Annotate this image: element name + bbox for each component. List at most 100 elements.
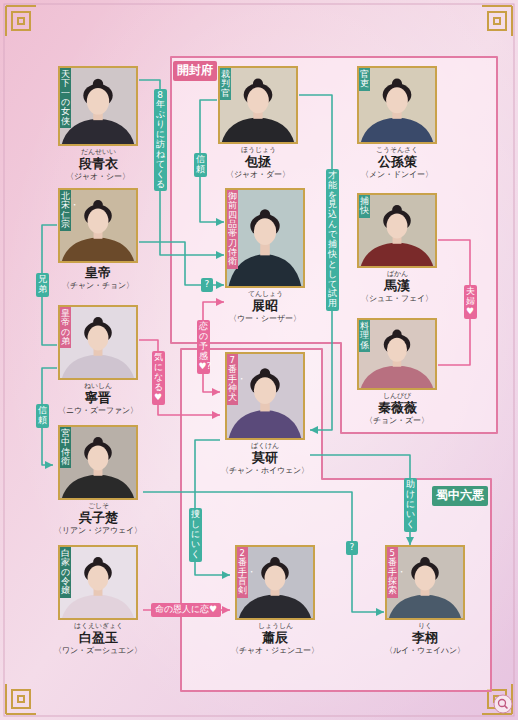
relation-label: ?: [201, 278, 214, 292]
photo-background: [58, 545, 138, 620]
role-tag: 皇帝の弟: [60, 307, 71, 348]
character-card: 北宋・仁宗皇帝〈チャン・チョン〉: [57, 188, 139, 291]
relation-label: 信頼: [36, 404, 49, 428]
edge-label-box: 8年ぶりに訪ねてくる: [154, 89, 167, 192]
character-name: 呉子楚: [53, 510, 143, 526]
edge-label-box: ?: [346, 541, 359, 555]
character-name: 寧晋: [57, 390, 139, 406]
photo-holder: 白家の令嬢: [58, 545, 138, 620]
figure-shoulders: [61, 119, 135, 146]
photo-background: [225, 352, 305, 440]
figure-face: [254, 377, 276, 404]
photo-frame: [236, 546, 314, 619]
photo-holder: 料理係: [357, 318, 437, 390]
figure-face: [265, 566, 286, 591]
edge-label-box: ?: [201, 278, 214, 292]
actor-name: 〈ウー・シーザー〉: [224, 314, 306, 324]
name-reading: しんびび: [356, 392, 438, 400]
photo-background: [225, 188, 305, 288]
zoom-icon-bg: [494, 695, 512, 713]
character-name: 蕭辰: [230, 630, 320, 646]
edge-label-box: 助けにいく: [404, 478, 417, 531]
actor-name: 〈シュエ・フェイ〉: [356, 294, 438, 304]
relation-label: 8年ぶりに訪ねてくる: [154, 89, 167, 192]
group-title: 開封府: [173, 61, 217, 81]
figure-face: [87, 88, 109, 115]
figure-shoulders: [360, 117, 434, 144]
figure-shoulders: [228, 254, 302, 288]
relation-label: 信頼: [194, 153, 207, 177]
actor-name: 〈チャオ・ジェンユー〉: [230, 646, 320, 656]
actor-name: 〈ジャオ・シー〉: [57, 172, 139, 182]
photo-holder: 2番手・盲剣: [235, 545, 315, 620]
photo-frame: [59, 189, 137, 262]
region-border: [181, 349, 491, 691]
name-reading: ほうじょう: [217, 146, 299, 154]
relation-label: ?: [346, 541, 359, 555]
photo-frame: [59, 306, 137, 379]
corner-ornament: [6, 6, 36, 36]
actor-name: 〈ジャオ・ダー〉: [217, 170, 299, 180]
photo-background: [357, 66, 437, 144]
role-tag: 官吏: [359, 68, 370, 91]
figure-face: [88, 566, 109, 591]
relation-label: 助けにいく: [404, 478, 417, 531]
photo-holder: 宮中侍衛: [58, 425, 138, 500]
edge-label-box: 捜しにいく: [189, 508, 202, 561]
role-tag: 裁判官: [220, 68, 231, 100]
zoom-icon-handle: [505, 706, 508, 709]
role-tag: 北宋・仁宗: [60, 190, 71, 231]
relation-label: 気になる♥: [152, 351, 165, 404]
relation-label: 兄弟: [36, 273, 49, 297]
character-card: 皇帝の弟ねいしん寧晋〈ニウ・ズーファン〉: [57, 305, 139, 416]
character-name: 莫研: [220, 450, 310, 466]
character-name: 段青衣: [57, 156, 139, 172]
character-card: 2番手・盲剣しょうしん蕭辰〈チャオ・ジェンユー〉: [230, 545, 320, 656]
figure-shoulders: [61, 355, 135, 381]
figure-shoulders: [388, 595, 462, 621]
actor-name: 〈チャン・ホイウェン〉: [220, 466, 310, 476]
role-tag: 捕快: [359, 195, 370, 218]
role-tag: 天下一の女侠: [60, 68, 71, 128]
character-card: 裁判官ほうじょう包拯〈ジャオ・ダー〉: [217, 66, 299, 180]
photo-background: [58, 305, 138, 380]
figure-topknot: [392, 205, 402, 215]
character-name: 李栩: [384, 630, 466, 646]
photo-frame: [226, 353, 304, 439]
character-name: 包拯: [217, 154, 299, 170]
figure-topknot: [93, 557, 103, 567]
character-card: 捕快ばかん馬漢〈シュエ・フェイ〉: [356, 193, 438, 304]
relation-label: 夫婦♥: [464, 285, 477, 319]
character-name: 皇帝: [57, 265, 139, 281]
photo-background: [58, 66, 138, 146]
edge-label-box: 信頼: [194, 153, 207, 177]
character-name: 展昭: [224, 298, 306, 314]
name-reading: はくえいぎょく: [53, 622, 143, 630]
actor-name: 〈ワン・ズーシュエン〉: [53, 646, 143, 656]
photo-holder: 7番手・神犬: [225, 352, 305, 440]
photo-background: [58, 425, 138, 500]
name-reading: ごしそ: [53, 502, 143, 510]
character-card: 御前四品帯刀侍衛てんしょう展昭〈ウー・シーザー〉: [224, 188, 306, 324]
figure-face: [88, 446, 109, 471]
character-name: 白盈玉: [53, 630, 143, 646]
figure-topknot: [420, 557, 430, 567]
figure-shoulders: [61, 475, 135, 501]
photo-frame: [358, 67, 436, 143]
figure-face: [247, 87, 269, 113]
name-reading: だんせいい: [57, 148, 139, 156]
figure-shoulders: [360, 366, 434, 390]
actor-name: 〈ルイ・ウェイハン〉: [384, 646, 466, 656]
photo-holder: 北宋・仁宗: [58, 188, 138, 263]
figure-topknot: [93, 317, 103, 327]
character-card: 料理係しんびび秦薇薇〈チョン・ズー〉: [356, 318, 438, 426]
corner-ornament: [482, 6, 512, 36]
figure-face: [387, 338, 407, 362]
photo-background: [357, 193, 437, 268]
character-card: 官吏こうそんさく公孫策〈メン・ドンイー〉: [356, 66, 438, 180]
role-tag: 7番手・神犬: [227, 354, 238, 405]
